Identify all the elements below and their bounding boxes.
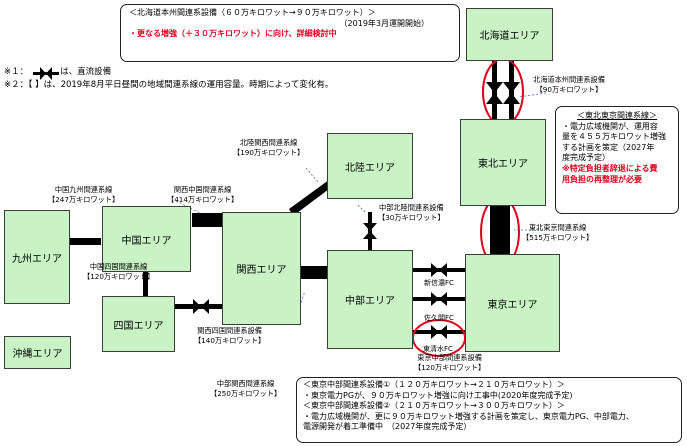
area-tohoku: 東北エリア — [460, 119, 546, 206]
area-label: 東北エリア — [478, 159, 528, 170]
callout-red: ・更なる増強（＋３０万キロワット）に向け、詳細検討中 — [129, 29, 337, 39]
area-label: 関西エリア — [236, 265, 287, 276]
label-tokyo-chubu: 東京中部間連系設備【120万キロワット】 — [414, 353, 486, 372]
fc-sakuma: 佐久間FC — [424, 314, 454, 322]
line-tohoku-tokyo — [490, 205, 510, 259]
dc-symbols-fc — [431, 263, 447, 339]
area-label: 東京エリア — [487, 299, 538, 311]
fc-higashishimizu: 東清水FC — [423, 345, 453, 353]
callout-title: ＜東北東京間連系線＞ — [577, 111, 657, 120]
label-chugoku-kansai: 関西中国間連系線【414万キロワット】 — [167, 185, 239, 204]
callout-hokkaido: ＜北海道本州間連系設備（６０万キロワット→９０万キロワット）＞ （2019年3月… — [120, 4, 460, 62]
area-label: 北海道エリア — [479, 31, 540, 42]
area-label: 沖縄エリア — [12, 349, 63, 360]
label-hokuriku-kansai: 北陸関西間連系線【190万キロワット】 — [233, 138, 305, 157]
line-chugoku-kansai — [192, 213, 224, 227]
fc-shinshinano: 新信濃FC — [424, 279, 454, 287]
area-hokkaido: 北海道エリア — [466, 8, 553, 61]
area-okinawa: 沖縄エリア — [4, 336, 71, 369]
area-hokuriku: 北陸エリア — [327, 133, 413, 199]
label-kansai-shikoku: 関西四国間連系設備【140万キロワット】 — [194, 326, 266, 345]
dc-symbol-hokkaido — [486, 82, 520, 104]
line-kansai-chubu — [300, 266, 328, 279]
dc-symbol-kansai-shikoku — [193, 299, 209, 314]
dc-legend-icon — [33, 67, 59, 80]
line-chugoku-kyushu — [69, 238, 101, 245]
area-label: 北陸エリア — [345, 162, 395, 174]
label-chubu-hokuriku: 中部北陸間連系設備【30万キロワット】 — [378, 203, 445, 222]
area-kyushu: 九州エリア — [4, 210, 70, 304]
label-chugoku-shikoku: 中国四国間連系線【120万キロワット】 — [83, 262, 155, 281]
area-kansai: 関西エリア — [222, 212, 301, 325]
note-2: ※２：【 】は、2019年8月平日昼間の地域間連系線の運用容量。時期によって変化… — [4, 80, 334, 90]
callout-sub: （2019年3月運開開始） — [339, 18, 429, 28]
note-1: ※１：は、直流設備 — [4, 67, 112, 77]
area-shikoku: 四国エリア — [102, 296, 175, 352]
callout-tokyo-chubu: ＜東京中部間連系設備①（１２０万キロワット→２１０万キロワット）＞ ・東京電力P… — [296, 377, 682, 443]
callout-tohoku: ＜東北東京間連系線＞ ・電力広域機関が、運用容 量を４５５万キロワット増強 する… — [555, 106, 679, 214]
line-hokuriku-kansai — [289, 177, 337, 216]
label-chugoku-kyushu: 中国九州間連系線【247万キロワット】 — [48, 185, 120, 204]
label-chubu-kansai: 中部関西間連系線【250万キロワット】 — [210, 379, 282, 398]
area-label: 中国エリア — [121, 235, 172, 247]
dc-symbol-hokuriku-chubu — [363, 223, 377, 239]
label-tohoku-tokyo: 東北東京間連系線【515万キロワット】 — [522, 223, 594, 242]
area-chugoku: 中国エリア — [102, 206, 191, 272]
line-chugoku-shikoku — [143, 272, 148, 297]
label-hokkaido-honshu: 北海道本州間連系設備【90万キロワット】 — [533, 75, 605, 94]
callout-title: ＜北海道本州間連系設備（６０万キロワット→９０万キロワット）＞ — [129, 8, 376, 17]
area-label: 中部エリア — [345, 296, 395, 307]
highlight-hokkaido — [482, 58, 524, 126]
area-label: 四国エリア — [113, 320, 164, 332]
area-label: 九州エリア — [12, 253, 62, 265]
area-chubu: 中部エリア — [327, 250, 413, 349]
area-tokyo: 東京エリア — [465, 254, 560, 352]
